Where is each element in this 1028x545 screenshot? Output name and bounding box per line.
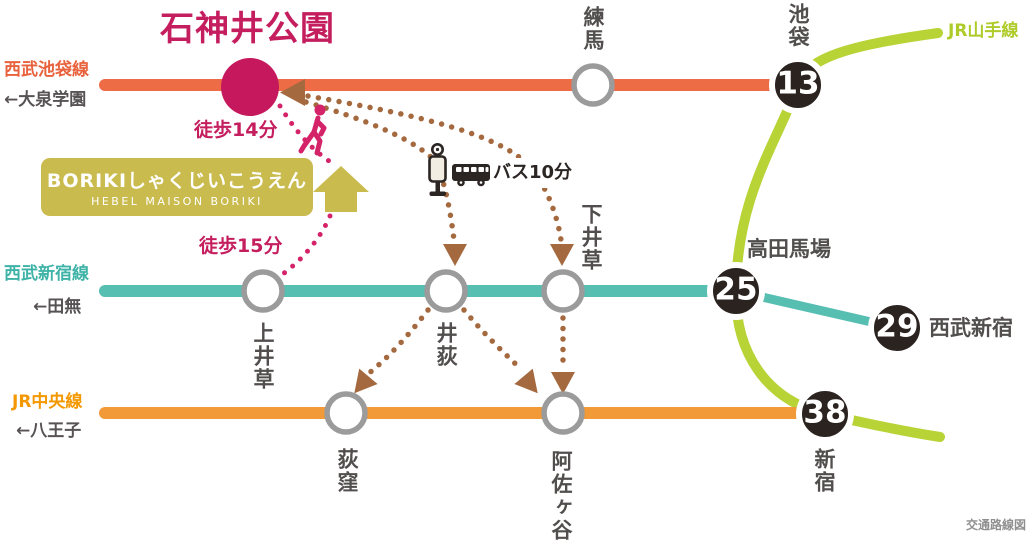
shakujii-koen-title: 石神井公園 bbox=[160, 9, 335, 49]
bus-route-to-shimoigusa bbox=[305, 93, 564, 243]
station-number-takadanobaba: 25 bbox=[714, 271, 758, 308]
station-number-shinjuku: 38 bbox=[803, 394, 847, 431]
station-marker-ogikubo bbox=[324, 391, 368, 435]
station-label-takadanobaba: 高田馬場 bbox=[747, 237, 831, 261]
building-name: BORIKIしゃくじいこうえん bbox=[46, 170, 308, 192]
station-label-iogi: 井荻 bbox=[434, 322, 459, 368]
walking-person-icon bbox=[298, 104, 327, 156]
station-number-seibu-shinjuku: 29 bbox=[875, 308, 919, 345]
direction-oizumi-gakuen: ←大泉学園 bbox=[4, 90, 87, 110]
station-label-kamiigusa: 上井草 bbox=[251, 322, 276, 391]
station-marker-shimoigusa bbox=[541, 269, 585, 313]
station-label-shimoigusa: 下井草 bbox=[579, 203, 604, 272]
seibu-ikebukuro-line-label: 西武池袋線 bbox=[4, 60, 89, 80]
station-number-ikebukuro: 13 bbox=[776, 65, 820, 102]
bus-stop-icon bbox=[428, 143, 447, 196]
jr-chuo-line-label: JR中央線 bbox=[12, 392, 83, 412]
direction-tanashi: ←田無 bbox=[33, 297, 82, 317]
building-label-box: BORIKIしゃくじいこうえん HEBEL MAISON BORIKI bbox=[41, 158, 313, 216]
bus-route-iogi-to-ogikubo bbox=[365, 307, 431, 377]
station-label-seibu-shinjuku: 西武新宿 bbox=[929, 316, 1013, 340]
walk-time-15min: 徒歩15分 bbox=[199, 235, 283, 257]
station-label-ikebukuro: 池袋 bbox=[786, 3, 811, 49]
direction-hachioji: ←八王子 bbox=[16, 421, 82, 441]
station-label-shinjuku: 新宿 bbox=[812, 448, 837, 494]
jr-yamanote-line-label: JR山手線 bbox=[948, 21, 1019, 41]
arrowhead-to-shimoigusa-icon bbox=[550, 244, 574, 266]
building-subname: HEBEL MAISON BORIKI bbox=[91, 195, 263, 208]
map-credit: 交通路線図 bbox=[966, 518, 1027, 532]
seibu-shinjuku-line-label: 西武新宿線 bbox=[4, 264, 89, 284]
bus-route-iogi-to-asagaya bbox=[461, 307, 525, 373]
walk-time-14min: 徒歩14分 bbox=[194, 119, 278, 141]
station-marker-ikebukuro bbox=[769, 56, 827, 114]
location-arrow-icon bbox=[313, 166, 369, 212]
station-marker-shinjuku bbox=[796, 385, 854, 443]
station-marker-shakujii-koen bbox=[221, 58, 279, 116]
bus-icon bbox=[452, 164, 490, 187]
station-marker-seibu-shinjuku bbox=[868, 299, 926, 357]
station-marker-takadanobaba bbox=[707, 262, 765, 320]
station-marker-iogi bbox=[424, 269, 468, 313]
bus-time-10min: バス10分 bbox=[493, 162, 573, 183]
station-marker-nerima bbox=[571, 63, 615, 107]
jr-yamanote-line bbox=[730, 28, 945, 442]
arrowhead-to-iogi-icon bbox=[443, 244, 467, 266]
walk-route-to-kamiigusa bbox=[270, 213, 333, 284]
arrowhead-to-shakujii-icon bbox=[280, 79, 305, 106]
station-marker-asagaya bbox=[541, 391, 585, 435]
arrowhead-to-asagaya-s-icon bbox=[551, 372, 575, 394]
arrowhead-to-ogikubo-icon bbox=[354, 368, 378, 394]
station-label-nerima: 練馬 bbox=[581, 6, 606, 52]
station-marker-kamiigusa bbox=[241, 269, 285, 313]
station-label-ogikubo: 荻窪 bbox=[335, 448, 360, 494]
arrowhead-to-asagaya-se-icon bbox=[514, 368, 538, 394]
station-label-asagaya: 阿佐ヶ谷 bbox=[549, 450, 574, 542]
walk-route-to-shakujii-koen bbox=[277, 103, 335, 166]
